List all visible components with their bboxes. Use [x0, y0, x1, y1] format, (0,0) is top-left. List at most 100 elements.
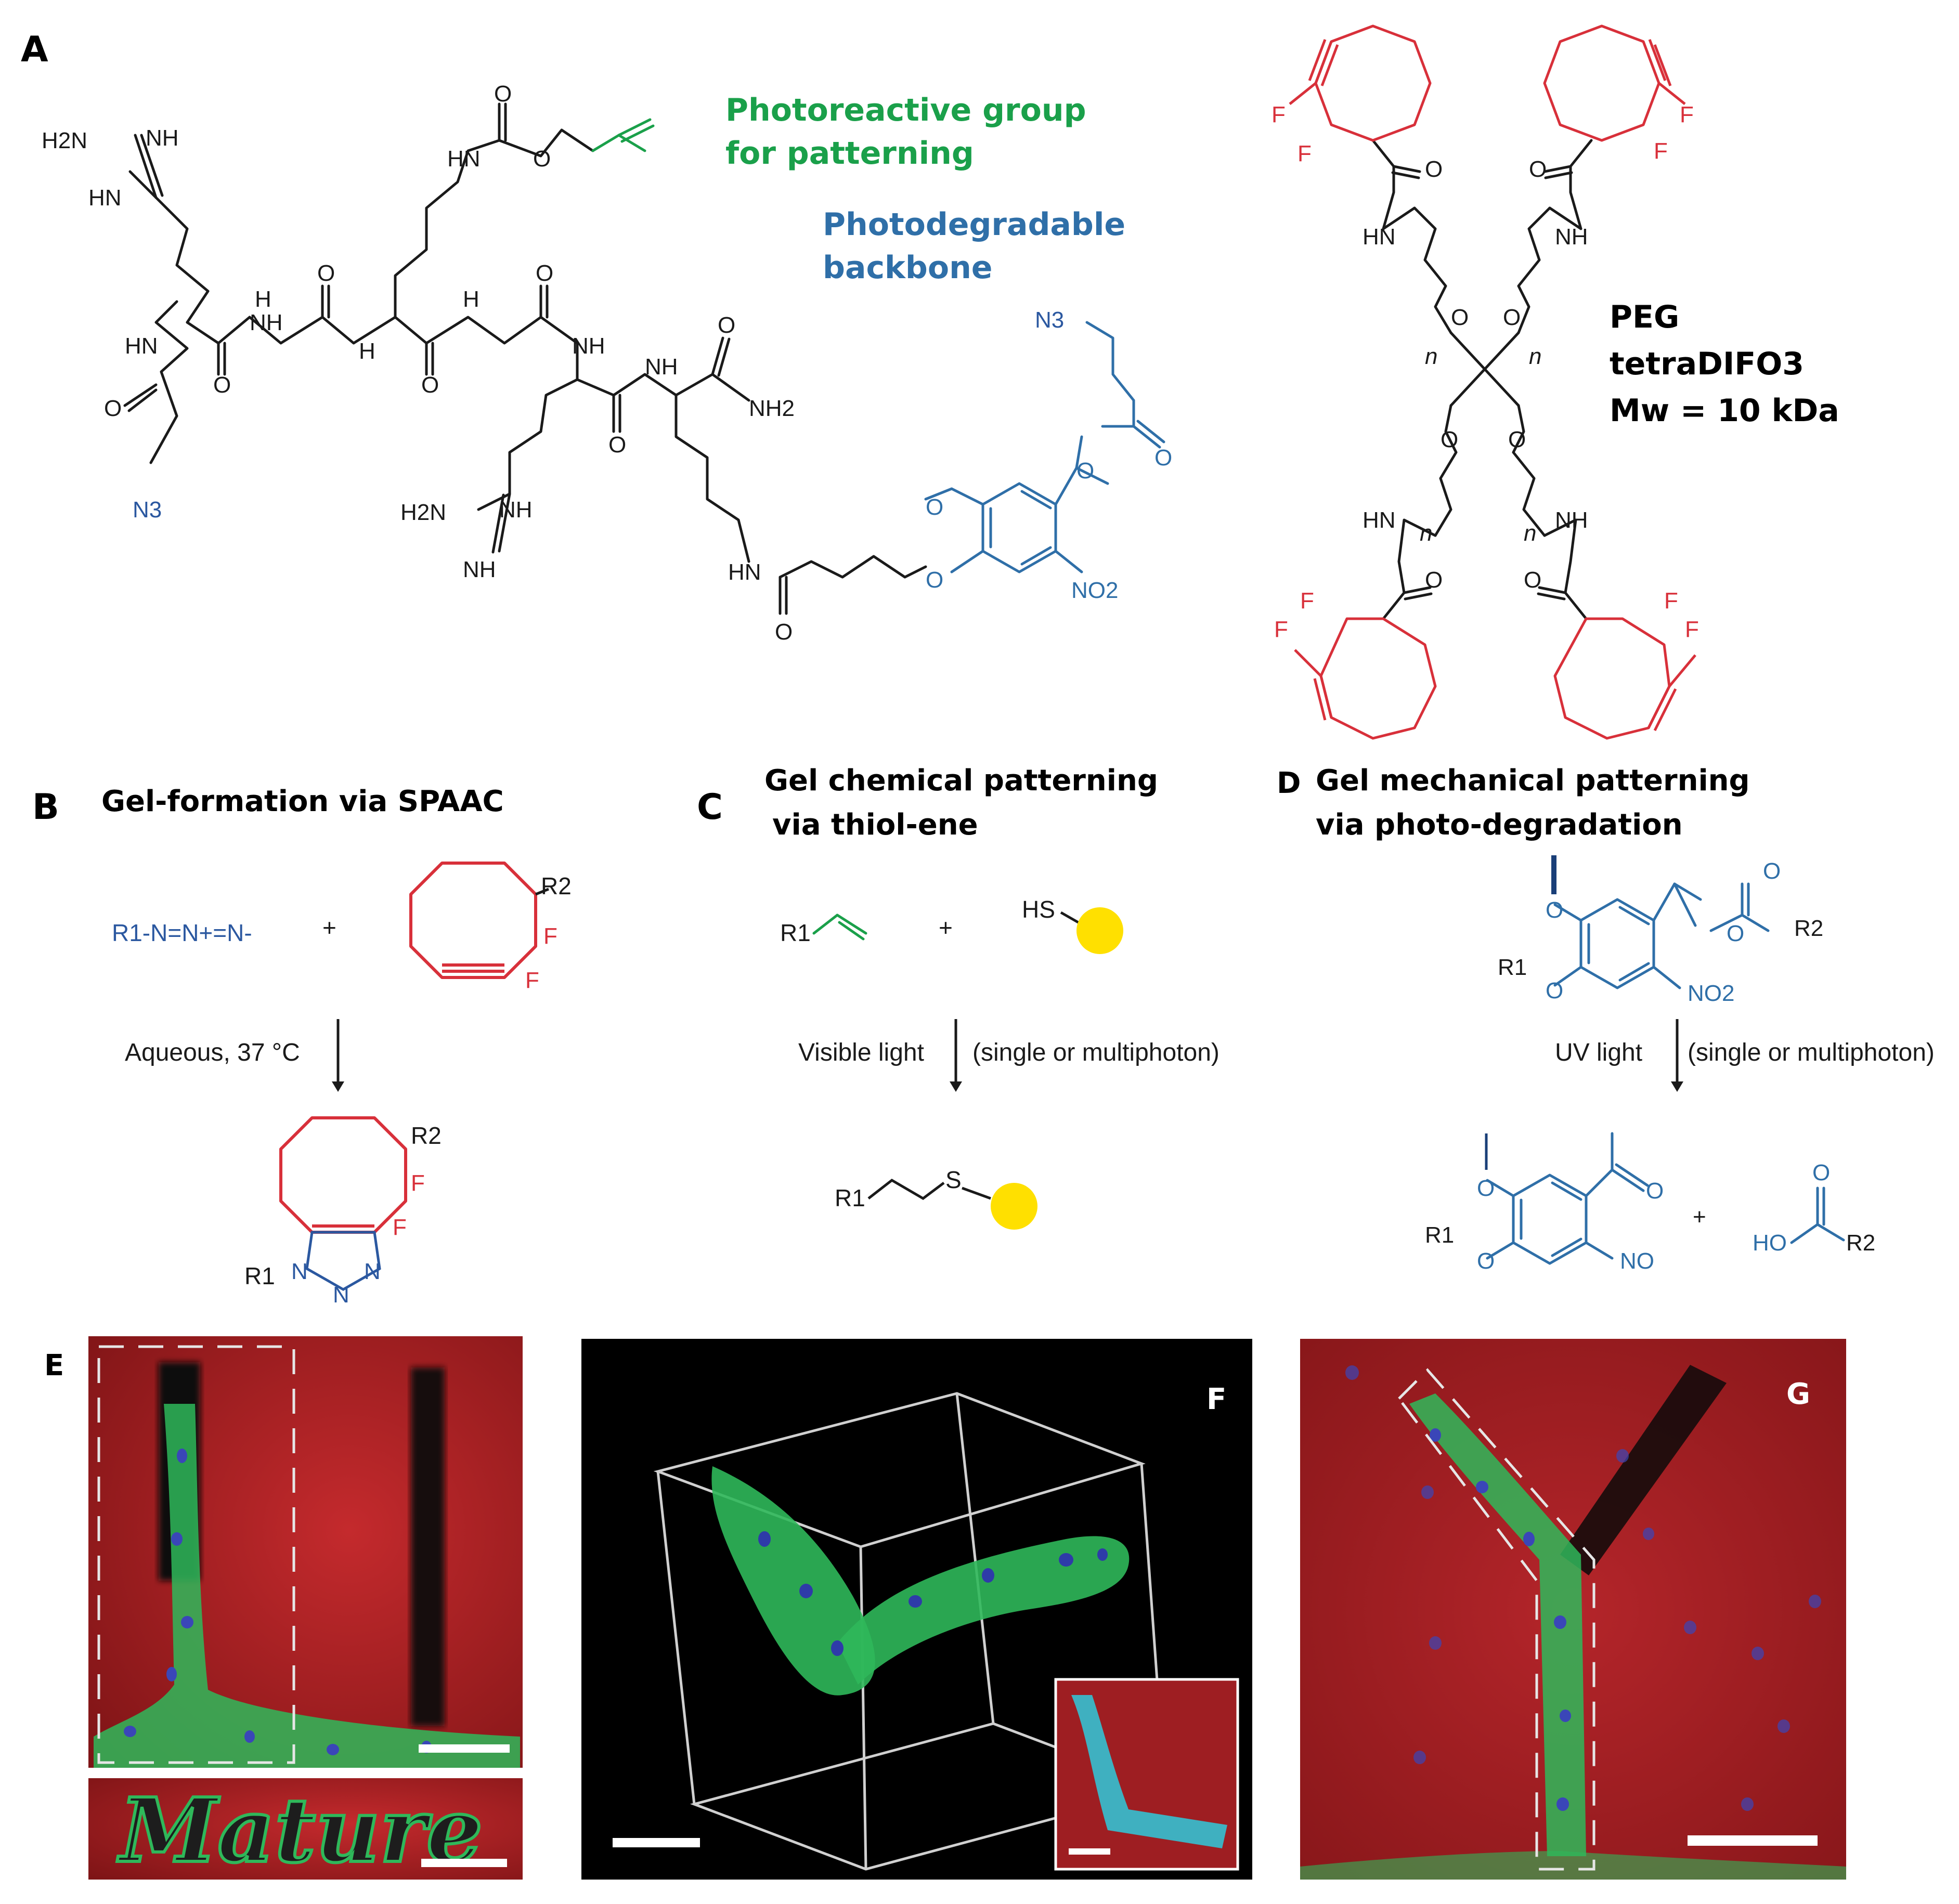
- nuclei-f: [758, 1531, 1108, 1656]
- atom-nh-peg-1: NH: [1555, 224, 1588, 250]
- visible-mode-label: (single or multiphoton): [972, 1039, 1219, 1066]
- photodegradable-label-2: backbone: [823, 250, 992, 286]
- f-label-b3: F: [411, 1170, 425, 1196]
- panel-label-d: D: [1277, 766, 1301, 800]
- visible-light-label: Visible light: [798, 1039, 924, 1066]
- photoreactive-label-2: for patterning: [725, 135, 974, 172]
- panel-c-plus: +: [939, 914, 953, 941]
- uv-mode-label: (single or multiphoton): [1688, 1039, 1935, 1066]
- atom-f-6: F: [1300, 588, 1314, 614]
- panel-label-e: E: [44, 1349, 64, 1383]
- atom-n-peg-2: n: [1529, 344, 1541, 369]
- atom-h2n-2: H2N: [400, 500, 446, 525]
- atom-hn-3: HN: [447, 146, 481, 172]
- hs-label: HS: [1022, 896, 1055, 923]
- atom-nh-4: NH: [499, 497, 533, 523]
- vessel-g: [1409, 1393, 1586, 1856]
- photodegradable-label-1: Photodegradable: [823, 206, 1125, 243]
- peptide-backbone: [123, 102, 927, 615]
- n-label-b3: N: [364, 1259, 381, 1284]
- channel-g-branch: [1560, 1365, 1727, 1575]
- f-label-b4: F: [393, 1215, 407, 1240]
- ho-label: HO: [1753, 1230, 1787, 1256]
- thioether-chain: [867, 1178, 945, 1200]
- atom-o-peg-5: O: [1451, 305, 1469, 330]
- o-label-d4: O: [1763, 858, 1781, 884]
- panel-a-fluorine-labels: F F F F F F F F: [1272, 102, 1699, 642]
- atom-n3-1: N3: [133, 497, 162, 523]
- alkene-c: [812, 914, 867, 941]
- o-label-d1: O: [1546, 897, 1563, 923]
- triazole-product-ring: [279, 1116, 407, 1234]
- panel-g: G: [1300, 1339, 1846, 1880]
- atom-f-7: F: [1685, 617, 1699, 642]
- panel-e: E Mature: [44, 1336, 523, 1884]
- atom-o-peg-7: O: [1441, 427, 1458, 452]
- atom-nh-peg-2: NH: [1555, 507, 1588, 533]
- nitrobenzyl-linker: [924, 321, 1165, 573]
- atom-hn-peg-2: HN: [1363, 507, 1396, 533]
- atom-nh-3: NH: [645, 354, 678, 380]
- o-label-d2: O: [1546, 978, 1563, 1003]
- panel-d: D Gel mechanical patterning via photo-de…: [1277, 764, 1935, 1274]
- spaac-condition: Aqueous, 37 °C: [125, 1039, 300, 1066]
- peg-label-1: PEG: [1610, 299, 1679, 335]
- panel-d-title-1: Gel mechanical patterning: [1316, 764, 1750, 798]
- atom-no2: NO2: [1071, 578, 1118, 603]
- atom-o-peg-2: O: [1529, 157, 1547, 182]
- thioether-bond: [962, 1186, 991, 1200]
- atom-o-1: O: [104, 396, 122, 421]
- channel-e-right: [411, 1367, 445, 1726]
- f-label-b1: F: [543, 923, 557, 949]
- atom-nh-2: NH: [572, 333, 605, 359]
- nitroso-product: [1486, 1132, 1649, 1265]
- scale-bar-e1: [419, 1744, 510, 1753]
- difo-rings: [1289, 24, 1696, 740]
- atom-nh-1: NH: [146, 125, 179, 151]
- o-label-d3: O: [1727, 921, 1744, 946]
- panel-label-a: A: [21, 29, 48, 70]
- atom-o-9: O: [718, 312, 735, 338]
- o-label-d7: O: [1646, 1178, 1664, 1204]
- thiol-bond: [1060, 911, 1080, 924]
- atom-o-peg-6: O: [1503, 305, 1521, 330]
- atom-o-2: O: [213, 372, 231, 398]
- r1-label-c1: R1: [780, 919, 811, 946]
- scale-bar-g: [1688, 1835, 1818, 1846]
- n-label-b2: N: [333, 1282, 349, 1308]
- panel-c-title-1: Gel chemical patterning: [764, 764, 1158, 798]
- peg-core: [1371, 139, 1593, 620]
- panel-a-nitro-labels: O O O O NO2: [926, 445, 1172, 603]
- atom-h2n-1: H2N: [42, 128, 87, 153]
- nuclei-e: [124, 1449, 432, 1755]
- peg-label-2: tetraDIFO3: [1610, 346, 1804, 382]
- atom-o-carbonyl: O: [1154, 445, 1172, 471]
- atom-o-6: O: [494, 81, 512, 107]
- r1-label-c2: R1: [835, 1184, 865, 1211]
- inset-f-vessel: [1071, 1695, 1227, 1848]
- azide-reactant: R1-N=N+=N-: [112, 919, 252, 946]
- panel-label-b: B: [32, 787, 59, 828]
- atom-o-10: O: [775, 619, 793, 645]
- f-label-b2: F: [525, 968, 539, 993]
- atom-h-2: H: [359, 338, 375, 364]
- panel-c-title-2: via thiol-ene: [772, 808, 978, 842]
- panel-f: F: [581, 1339, 1252, 1880]
- panel-a-azide-labels: N3 N3: [133, 307, 1064, 523]
- atom-o-peg-8: O: [1508, 427, 1526, 452]
- panel-b: B Gel-formation via SPAAC R1-N=N+=N- + R…: [32, 785, 572, 1308]
- panel-a: A: [21, 24, 1839, 740]
- atom-hn-4: HN: [728, 559, 761, 585]
- scale-bar-f-inset: [1069, 1848, 1110, 1855]
- atom-h-3: H: [463, 286, 479, 312]
- r2-label-d1: R2: [1794, 916, 1823, 941]
- panel-a-annotations: Photoreactive group for patterning Photo…: [725, 92, 1839, 429]
- roi-box-g: [1398, 1368, 1595, 1871]
- allyl-group: [591, 118, 655, 152]
- vessel-f-main: [837, 1536, 1130, 1685]
- nitrobenzyl-reactant: [1553, 882, 1770, 989]
- uv-light-label: UV light: [1555, 1039, 1642, 1066]
- atom-f-3: F: [1680, 102, 1694, 127]
- panel-c: C Gel chemical patterning via thiol-ene …: [697, 764, 1219, 1230]
- atom-f-5: F: [1274, 617, 1288, 642]
